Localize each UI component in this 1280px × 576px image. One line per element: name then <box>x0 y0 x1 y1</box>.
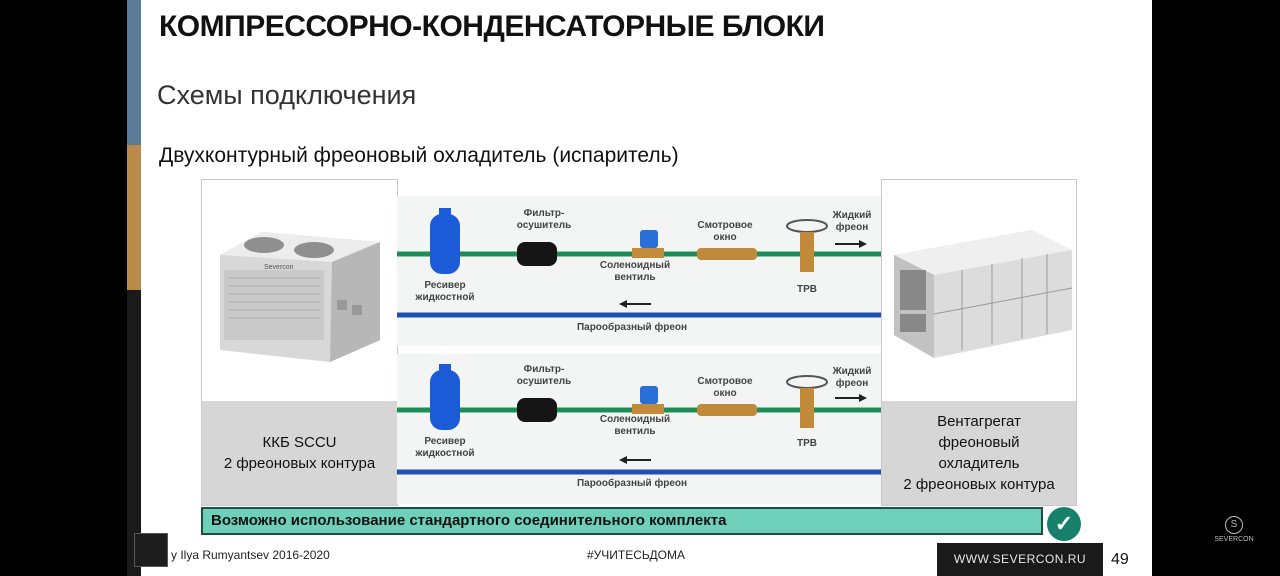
sight-glass-label: Смотровое окно <box>689 376 761 400</box>
left-unit-caption-line2: 2 фреоновых контура <box>223 455 376 472</box>
left-unit-caption: ККБ SCCU 2 фреоновых контура <box>202 401 397 505</box>
liquid-refrigerant-label: Жидкий фреон <box>825 366 879 390</box>
receiver-label-line1: Ресивер <box>424 280 466 291</box>
sight-glass-label-line2: окно <box>713 388 737 399</box>
filter-drier-label-line2: осушитель <box>516 220 572 231</box>
check-icon: ✓ <box>1047 507 1081 541</box>
liquid-refrigerant-label-line2: фреон <box>835 378 869 389</box>
circuit-2-diagram <box>397 364 881 475</box>
sight-glass-label-line2: окно <box>713 232 737 243</box>
right-unit-panel: Вентагрегат фреоновый охладитель 2 фреон… <box>881 179 1077 506</box>
solenoid-valve-label-line1: Соленоидный <box>599 260 671 271</box>
trv-label: ТРВ <box>797 438 817 449</box>
section-title: Двухконтурный фреоновый охладитель (испа… <box>159 144 679 167</box>
right-unit-caption: Вентагрегат фреоновый охладитель 2 фреон… <box>882 401 1076 505</box>
left-unit-caption-line1: ККБ SCCU <box>262 434 337 451</box>
air-handling-unit-image <box>894 230 1073 358</box>
page-number: 49 <box>1111 551 1129 568</box>
accent-bar-dark <box>127 290 141 576</box>
solenoid-valve-label-line2: вентиль <box>614 272 656 283</box>
filter-drier-label-line1: Фильтр- <box>523 364 565 375</box>
filter-drier-label: Фильтр- осушитель <box>509 364 579 388</box>
right-unit-caption-line2: фреоновый <box>938 434 1020 451</box>
right-unit-caption-line4: 2 фреоновых контура <box>903 476 1055 493</box>
sight-glass-label-line1: Смотровое <box>697 376 753 387</box>
solenoid-valve-label: Соленоидный вентиль <box>593 414 677 438</box>
trv-label: ТРВ <box>797 284 817 295</box>
footer-author: y Ilya Rumyantsev 2016-2020 <box>171 548 330 562</box>
unit-brand-label: Severcon <box>264 264 294 271</box>
filter-drier-label: Фильтр- осушитель <box>509 208 579 232</box>
watermark-logo: S SEVERCON <box>1212 516 1256 543</box>
slide: КОМПРЕССОРНО-КОНДЕНСАТОРНЫЕ БЛОКИ Схемы … <box>127 0 1152 576</box>
liquid-refrigerant-label-line1: Жидкий <box>832 210 872 221</box>
vapor-refrigerant-label: Парообразный фреон <box>576 478 688 489</box>
compatibility-banner: Возможно использование стандартного соед… <box>201 507 1043 535</box>
condensing-unit-image <box>220 232 380 362</box>
right-unit-caption-line3: охладитель <box>938 455 1020 472</box>
accent-bar-gold <box>127 145 141 290</box>
circuit-1-diagram <box>397 208 881 318</box>
refrigerant-circuit-1: Фильтр- осушитель Смотровое окно Жидкий … <box>397 196 881 346</box>
refrigerant-circuit-2: Фильтр- осушитель Смотровое окно Жидкий … <box>397 354 881 504</box>
liquid-refrigerant-label: Жидкий фреон <box>825 210 879 234</box>
filter-drier-label-line1: Фильтр- <box>523 208 565 219</box>
right-unit-caption-line1: Вентагрегат <box>937 413 1021 430</box>
accent-bar-blue <box>127 0 141 145</box>
slide-title: КОМПРЕССОРНО-КОНДЕНСАТОРНЫЕ БЛОКИ <box>159 10 825 43</box>
receiver-label: Ресивер жидкостной <box>405 280 485 304</box>
website-link[interactable]: WWW.SEVERCON.RU <box>937 543 1103 576</box>
filter-drier-label-line2: осушитель <box>516 376 572 387</box>
watermark-icon: S <box>1225 516 1243 534</box>
sight-glass-label-line1: Смотровое <box>697 220 753 231</box>
receiver-label-line2: жидкостной <box>415 292 475 303</box>
receiver-label-line2: жидкостной <box>415 448 475 459</box>
left-unit-panel: Severcon ККБ SCCU 2 фреоновых контура <box>201 179 398 506</box>
footer-hashtag: #УЧИТЕСЬДОМА <box>587 548 685 562</box>
liquid-refrigerant-label-line2: фреон <box>835 222 869 233</box>
solenoid-valve-label-line1: Соленоидный <box>599 414 671 425</box>
severcon-logo <box>134 533 168 567</box>
vapor-refrigerant-label: Парообразный фреон <box>576 322 688 333</box>
solenoid-valve-label-line2: вентиль <box>614 426 656 437</box>
receiver-label-line1: Ресивер <box>424 436 466 447</box>
watermark-text: SEVERCON <box>1214 536 1254 543</box>
solenoid-valve-label: Соленоидный вентиль <box>593 260 677 284</box>
liquid-refrigerant-label-line1: Жидкий <box>832 366 872 377</box>
sight-glass-label: Смотровое окно <box>689 220 761 244</box>
slide-subtitle: Схемы подключения <box>157 80 417 110</box>
receiver-label: Ресивер жидкостной <box>405 436 485 460</box>
